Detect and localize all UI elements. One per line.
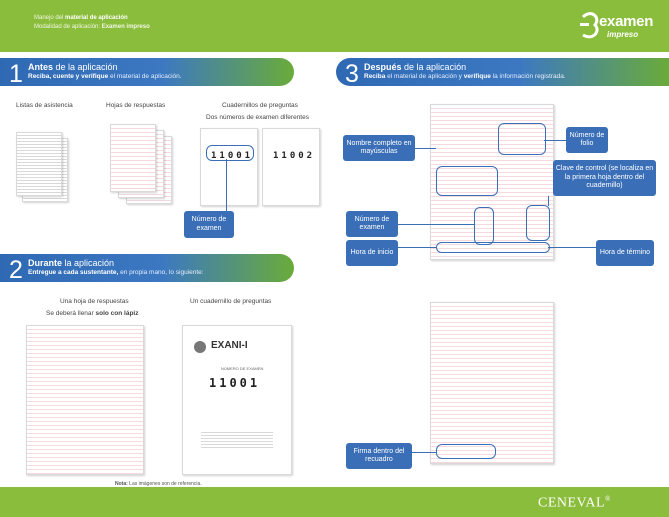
booklet-a: 11001 [200, 128, 258, 206]
footer-bar [0, 487, 669, 517]
label-pencil-only: Se deberá llenar solo con lápiz [46, 310, 139, 317]
label-answer-sheets: Hojas de respuestas [106, 102, 166, 109]
booklet-number: 11001 [209, 376, 261, 390]
connector-full-name [415, 148, 436, 149]
callout-full-name: Nombre completo en mayúsculas [343, 135, 415, 161]
highlight-times-ring [436, 242, 550, 253]
logo-word-examen: examen [599, 13, 654, 30]
section-1-number: 1 [9, 60, 23, 88]
label-question-booklets: Cuadernillos de preguntas [222, 102, 298, 109]
booklet-a-number: 11001 [211, 151, 254, 161]
callout-control-key: Clave de control (se localiza en la prim… [553, 160, 656, 196]
highlight-exam-number-ring [206, 145, 254, 161]
highlight-name-ring [436, 166, 498, 196]
booklet-text-block [201, 430, 273, 450]
section-3-title: Después de la aplicación [364, 62, 467, 72]
connector-signature [412, 452, 436, 453]
label-one-booklet: Un cuadernillo de preguntas [190, 298, 272, 305]
booklet-b: 11002 [262, 128, 320, 206]
section-3-number: 3 [345, 60, 359, 88]
booklet-b-number: 11002 [273, 151, 316, 161]
section-3-bar: 3 Después de la aplicación Reciba el mat… [336, 58, 669, 88]
connector-start-time [398, 247, 436, 248]
callout-end-time: Hora de término [596, 240, 654, 266]
logo-word-impreso: impreso [607, 30, 639, 39]
callout-exam-number-2: Número de examen [346, 211, 398, 237]
booklet-sample: EXANI-I NÚMERO DE EXAMEN 11001 [182, 325, 292, 475]
highlight-control-key-ring [526, 205, 550, 241]
callout-signature: Firma dentro del recuadro [346, 443, 412, 469]
logo-mark-icon [580, 12, 599, 39]
highlight-signature-ring [436, 444, 496, 459]
booklet-seal-icon [194, 341, 206, 353]
booklet-number-label: NÚMERO DE EXAMEN [221, 366, 264, 371]
ceneval-logo: CENEVAL® [538, 495, 611, 511]
label-one-answer-sheet: Una hoja de respuestas [60, 298, 129, 305]
section-2-bar: 2 Durante la aplicación Entregue a cada … [0, 254, 294, 284]
attendance-list-front [16, 132, 62, 196]
section-2-subtitle: Entregue a cada sustentante, en propia m… [28, 269, 204, 276]
examen-impreso-logo: examen impreso [577, 11, 653, 43]
header-bar: Manejo del material de aplicación Modali… [0, 0, 669, 52]
section-1-bar: 1 Antes de la aplicación Reciba, cuente … [0, 58, 294, 88]
connector-end-time [548, 247, 596, 248]
section-1-title: Antes de la aplicación [28, 62, 118, 72]
answer-sheet-stack-1 [110, 124, 156, 192]
highlight-folio-ring [498, 123, 546, 155]
label-attendance-lists: Listas de asistencia [16, 102, 73, 109]
header-line-1: Manejo del material de aplicación [34, 15, 128, 21]
section-2-title: Durante la aplicación [28, 258, 115, 268]
answer-sheet-sample [26, 325, 144, 475]
section-2-number: 2 [9, 256, 23, 284]
answer-sheet-back [430, 302, 554, 464]
connector-control-key [548, 196, 549, 206]
connector-folio [544, 140, 566, 141]
section-3-subtitle: Reciba el material de aplicación y verif… [364, 73, 566, 80]
callout-folio: Número de folio [566, 127, 608, 153]
section-1-subtitle: Reciba, cuente y verifique el material d… [28, 73, 182, 80]
reference-note: Nota: Las imágenes son de referencia. [115, 481, 202, 487]
booklet-title: EXANI-I [211, 340, 248, 351]
connector-exam-number [398, 224, 474, 225]
label-two-exam-numbers: Dos números de examen diferentes [206, 114, 309, 121]
callout-connector [226, 159, 227, 211]
callout-exam-number: Número de examen [184, 211, 234, 238]
callout-start-time: Hora de inicio [346, 240, 398, 266]
header-line-2: Modalidad de aplicación: Examen impreso [34, 24, 150, 30]
highlight-exam-number-ring-2 [474, 207, 494, 245]
